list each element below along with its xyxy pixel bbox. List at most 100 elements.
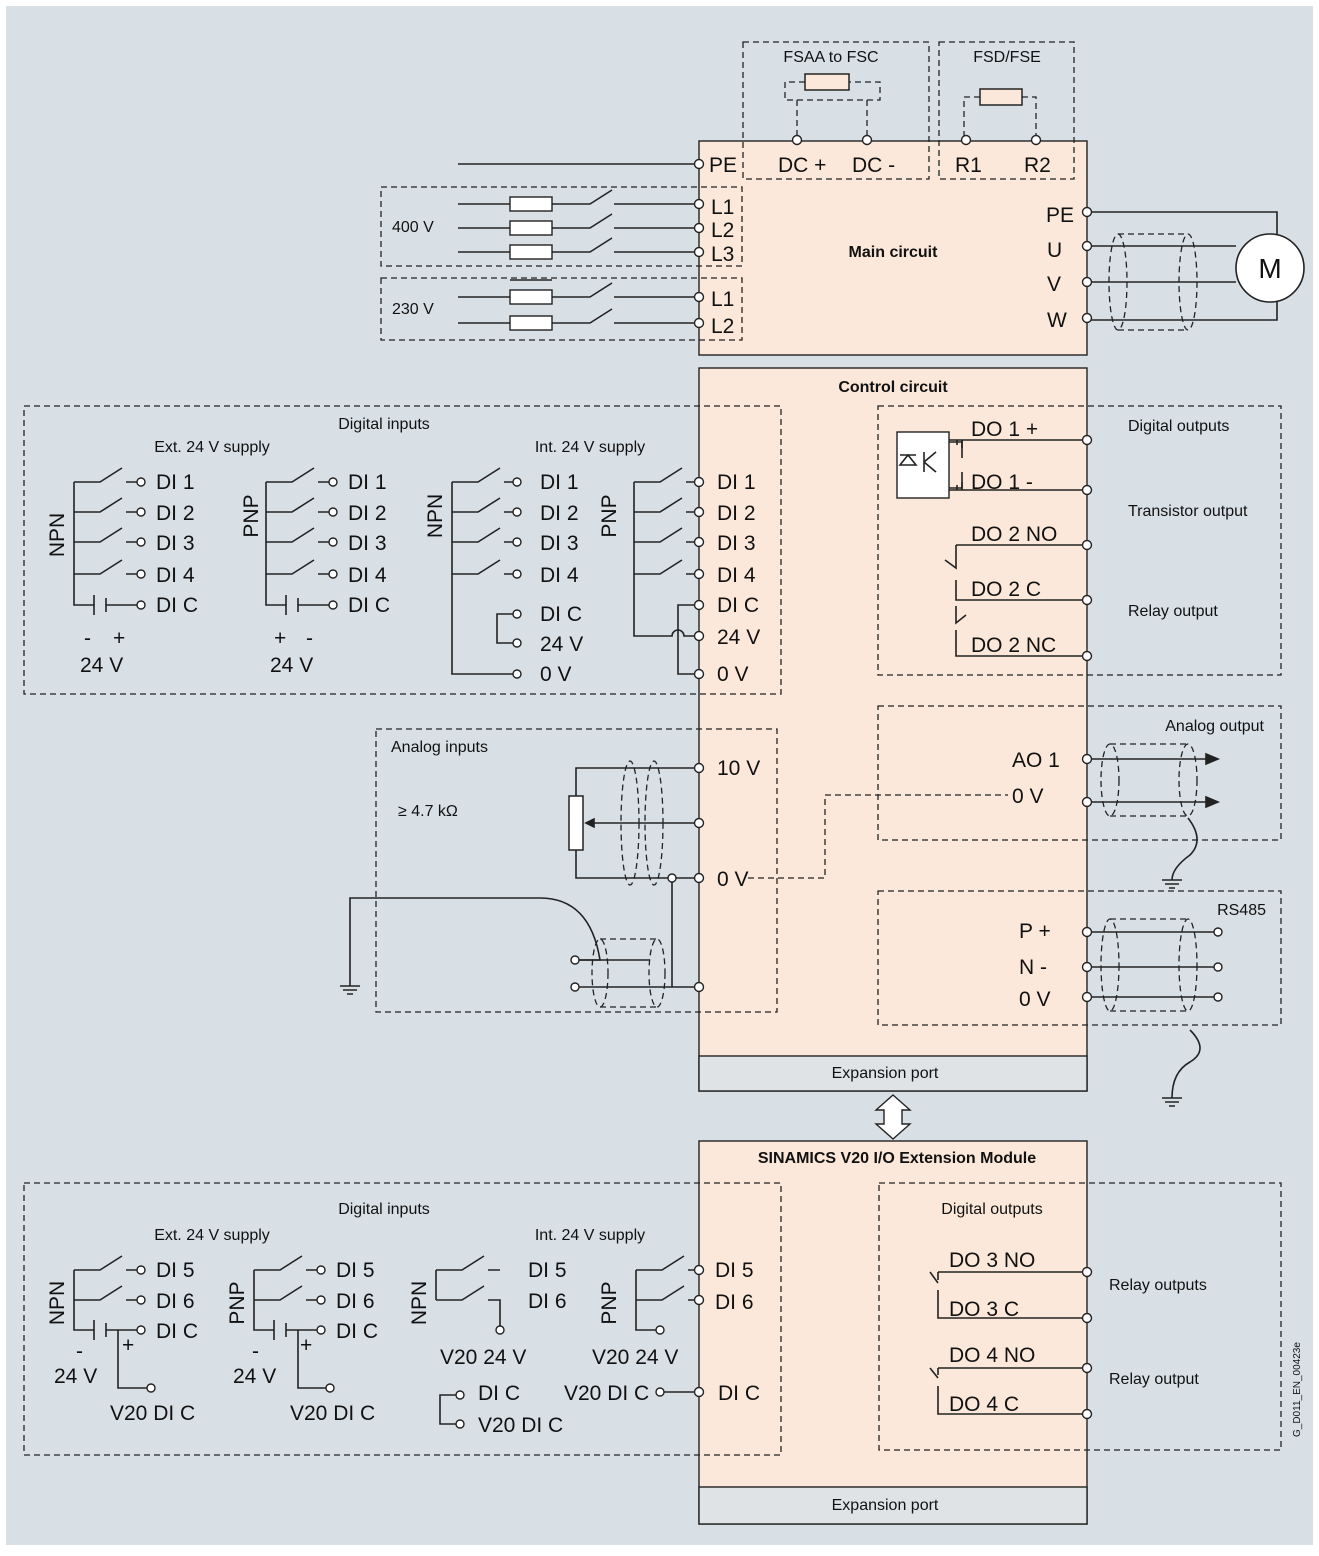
p-plus-label: P +: [1019, 920, 1051, 943]
r1-label: R1: [955, 154, 982, 177]
ext-relay-outputs-label: Relay outputs: [1109, 1277, 1207, 1294]
ai-0v-label: 0 V: [717, 868, 749, 891]
terminal-0v: 0 V: [717, 663, 749, 686]
terminal-di1: DI 1: [717, 471, 756, 494]
l1-230-label: L1: [711, 288, 734, 311]
ext2-pnp-dic: DI C: [336, 1320, 378, 1343]
diagram-background: [6, 6, 1313, 1545]
rs485-label: RS485: [1217, 902, 1266, 919]
ext-npn-minus: -: [84, 627, 91, 650]
ext2-int-npn-v20-24v: V20 24 V: [440, 1346, 526, 1369]
int-supply-label: Int. 24 V supply: [535, 439, 645, 456]
analog-output-box: [877, 705, 1282, 841]
ext-pnp-di2: DI 2: [348, 502, 387, 525]
io-extension-module-box: [698, 1140, 1088, 1525]
ext-relay-output-label: Relay output: [1109, 1371, 1199, 1388]
do4-c-label: DO 4 C: [949, 1393, 1019, 1416]
ext2-int-dic: DI C: [478, 1382, 520, 1405]
do3-no-label: DO 3 NO: [949, 1249, 1035, 1272]
control-circuit-title: Control circuit: [838, 379, 948, 396]
ext2-npn-plus: +: [122, 1334, 134, 1357]
ext2-int-v20dic: V20 DI C: [478, 1414, 563, 1437]
do2-no-label: DO 2 NO: [971, 523, 1057, 546]
braking-resistor-r: [979, 88, 1023, 106]
int-npn-24v: 24 V: [540, 633, 583, 656]
ext-npn-24v: 24 V: [80, 654, 123, 677]
pnp-ext-label: PNP: [240, 494, 263, 537]
ext-int-supply-label: Int. 24 V supply: [535, 1227, 645, 1244]
bidirectional-arrow-icon: [874, 1094, 912, 1140]
v-label: V: [1047, 273, 1061, 296]
ext-pnp-di3: DI 3: [348, 532, 387, 555]
terminal-dic: DI C: [717, 594, 759, 617]
expansion-port-1: [698, 1055, 1088, 1092]
ext-pnp-24v: 24 V: [270, 654, 313, 677]
relay-output-label: Relay output: [1128, 603, 1218, 620]
digital-inputs-label: Digital inputs: [338, 416, 430, 433]
potentiometer-icon: [568, 795, 584, 851]
ext-npn-di1: DI 1: [156, 471, 195, 494]
ext-ext-supply-label: Ext. 24 V supply: [154, 1227, 270, 1244]
do1-plus-label: DO 1 +: [971, 418, 1038, 441]
fsd-fse-box: [938, 41, 1075, 180]
ext-digital-inputs-label: Digital inputs: [338, 1201, 430, 1218]
ao-0v-label: 0 V: [1012, 785, 1044, 808]
ext2-pnp-minus: -: [252, 1340, 259, 1363]
rs485-0v-label: 0 V: [1019, 988, 1051, 1011]
expansion-port-2: [698, 1486, 1088, 1525]
fsaa-label: FSAA to FSC: [783, 49, 878, 66]
ext2-pnp-int-label: PNP: [598, 1281, 621, 1324]
terminal-di4: DI 4: [717, 564, 756, 587]
terminal-di5: DI 5: [715, 1259, 754, 1282]
terminal-di3: DI 3: [717, 532, 756, 555]
l2-230-label: L2: [711, 315, 734, 338]
supply-400v-box: [380, 186, 743, 267]
ext-npn-di3: DI 3: [156, 532, 195, 555]
main-circuit-box: [698, 140, 1088, 356]
ext-pnp-minus: -: [306, 627, 313, 650]
int-npn-di4: DI 4: [540, 564, 579, 587]
do2-c-label: DO 2 C: [971, 578, 1041, 601]
do2-nc-label: DO 2 NC: [971, 634, 1056, 657]
rs485-box: [877, 890, 1282, 1026]
supply-400v-label: 400 V: [392, 219, 434, 236]
int-npn-di2: DI 2: [540, 502, 579, 525]
drawing-id: G_D011_EN_00423e: [1292, 1342, 1303, 1437]
pe-input-label: PE: [709, 154, 737, 177]
int-npn-0v: 0 V: [540, 663, 572, 686]
dc-minus-label: DC -: [852, 154, 895, 177]
terminal-24v: 24 V: [717, 626, 760, 649]
ext2-int-npn-di5: DI 5: [528, 1259, 567, 1282]
dc-plus-label: DC +: [778, 154, 826, 177]
do4-no-label: DO 4 NO: [949, 1344, 1035, 1367]
ext2-pnp-24v: 24 V: [233, 1365, 276, 1388]
pe-output-label: PE: [1046, 204, 1074, 227]
motor-label: M: [1258, 253, 1281, 284]
ext2-npn-int-label: NPN: [408, 1281, 431, 1325]
l3-label: L3: [711, 243, 734, 266]
ext2-npn-v20dic: V20 DI C: [110, 1402, 195, 1425]
transistor-output-label: Transistor output: [1128, 503, 1248, 520]
ext2-v20dic-label: V20 DI C: [564, 1382, 649, 1405]
int-npn-di3: DI 3: [540, 532, 579, 555]
do1-minus-label: DO 1 -: [971, 471, 1033, 494]
analog-inputs-box: [375, 728, 778, 1013]
ext2-pnp-v20dic: V20 DI C: [290, 1402, 375, 1425]
ai-10v-label: 10 V: [717, 757, 760, 780]
ext-digital-outputs-label: Digital outputs: [941, 1201, 1042, 1218]
ext-supply-label: Ext. 24 V supply: [154, 439, 270, 456]
expansion-port-1-label: Expansion port: [832, 1065, 939, 1082]
l1-label: L1: [711, 196, 734, 219]
ext2-pnp-plus: +: [300, 1334, 312, 1357]
ext-npn-di2: DI 2: [156, 502, 195, 525]
ext-npn-di4: DI 4: [156, 564, 195, 587]
npn-ext-label: NPN: [46, 513, 69, 557]
ext2-npn-minus: -: [76, 1340, 83, 1363]
terminal-di2: DI 2: [717, 502, 756, 525]
supply-230v-box: [380, 277, 743, 341]
ext2-npn-24v: 24 V: [54, 1365, 97, 1388]
pnp-int-label: PNP: [598, 494, 621, 537]
ext2-int-npn-di6: DI 6: [528, 1290, 567, 1313]
